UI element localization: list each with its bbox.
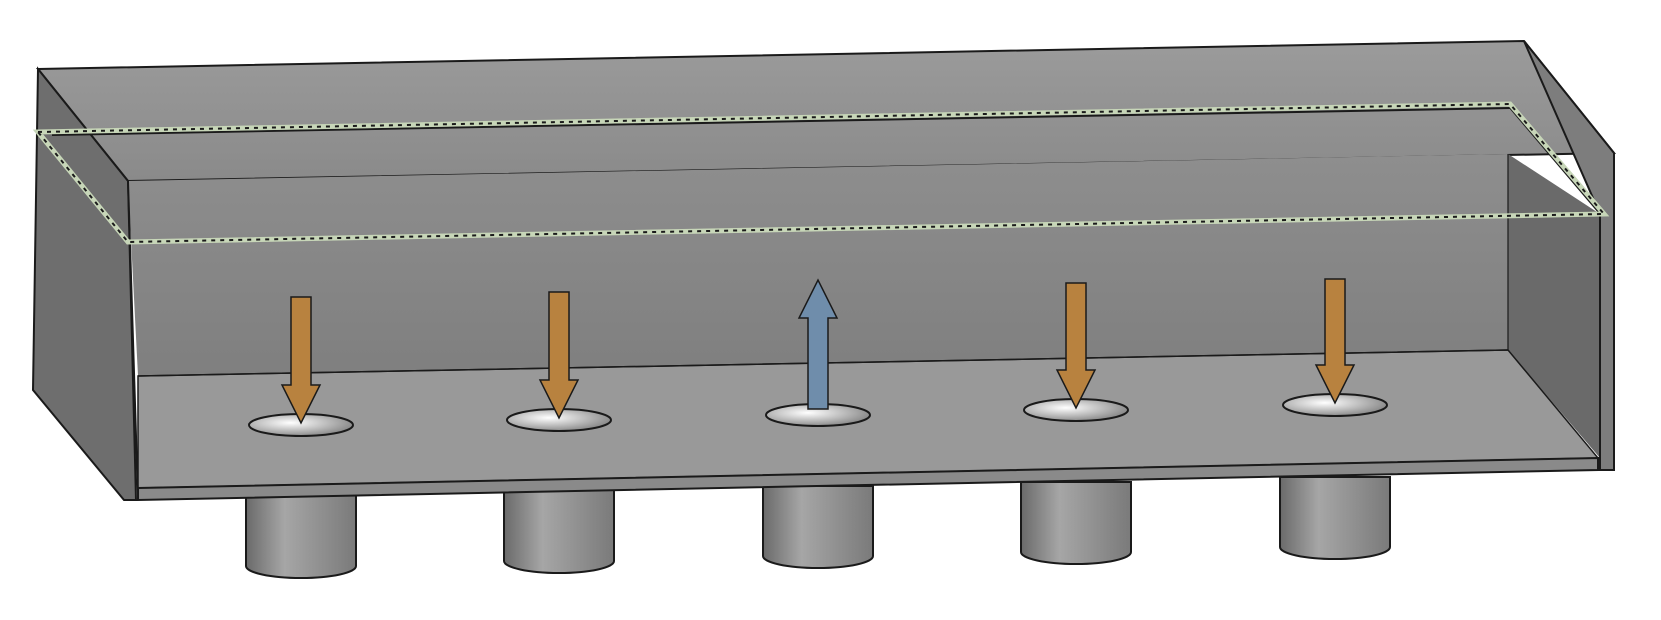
arrow-down-icon	[280, 296, 322, 425]
floor-openings	[248, 393, 1388, 437]
arrow-up-icon	[797, 278, 839, 410]
arrow-down-icon	[1314, 278, 1356, 405]
pipe	[1279, 476, 1391, 560]
tank-back-wall	[128, 154, 1508, 376]
tank-right-inner-wall	[1508, 154, 1600, 458]
arrow-down-icon	[1055, 282, 1097, 410]
outlet-pipes	[245, 476, 1391, 579]
pipe	[1020, 481, 1132, 565]
arrow-down-icon	[538, 291, 580, 420]
pipe	[503, 489, 615, 574]
pipe	[245, 493, 357, 579]
tank-left-wall	[31, 66, 138, 501]
fluid-level-line	[32, 101, 1610, 245]
pipe	[762, 485, 874, 569]
flow-arrows	[280, 278, 1356, 425]
tank-right-wall	[1523, 40, 1615, 471]
